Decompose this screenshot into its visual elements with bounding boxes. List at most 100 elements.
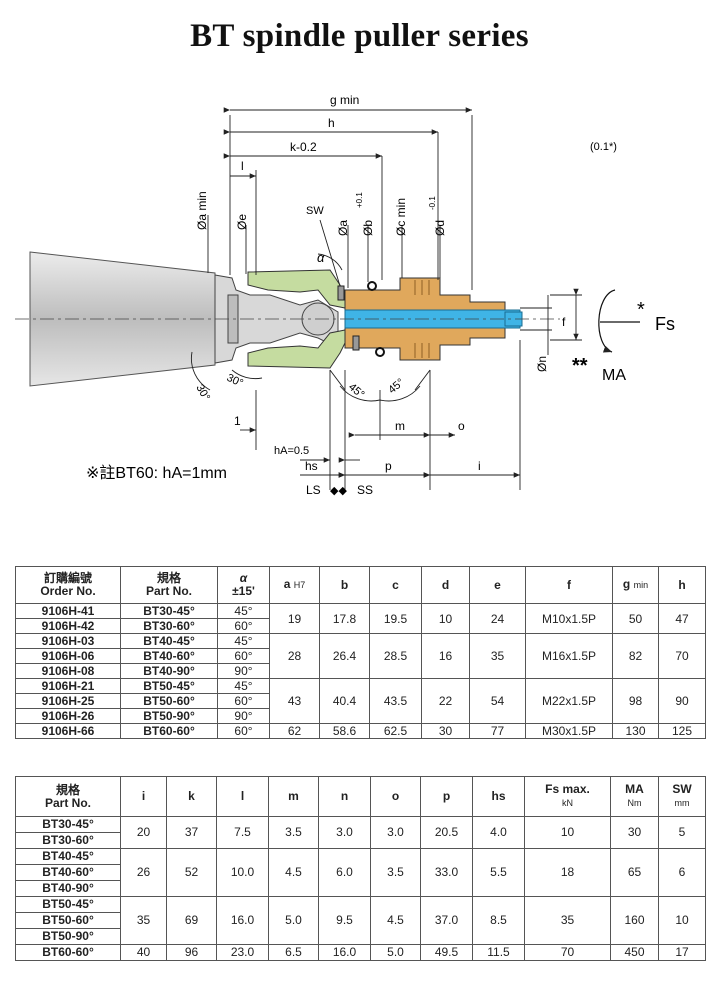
angle-45-left: 45° bbox=[346, 381, 366, 401]
cell-d: 10 bbox=[421, 603, 470, 634]
col-a: a H7 bbox=[269, 566, 320, 604]
cell-n: 3.0 bbox=[318, 816, 371, 849]
cell-m: 5.0 bbox=[268, 896, 319, 945]
dim-1: 1 bbox=[234, 414, 241, 428]
col-g: g min bbox=[612, 566, 659, 604]
cell-f: M22x1.5P bbox=[525, 678, 613, 724]
note-01: (0.1*) bbox=[590, 141, 617, 153]
cell-h: 90 bbox=[658, 678, 706, 724]
col-b: b bbox=[319, 566, 370, 604]
cell-hs: 11.5 bbox=[472, 944, 525, 961]
cell-n: 6.0 bbox=[318, 848, 371, 897]
collet bbox=[247, 269, 346, 309]
col-h: h bbox=[658, 566, 706, 604]
cell-part: BT50-60° bbox=[15, 912, 121, 929]
note-bt60: ※註BT60: hA=1mm bbox=[86, 464, 227, 482]
dim-k: k-0.2 bbox=[290, 140, 317, 154]
cell-sw: 10 bbox=[658, 896, 706, 945]
angle-45-right: 45° bbox=[386, 376, 406, 396]
label-ss: SS bbox=[357, 483, 373, 497]
cell-sw: 5 bbox=[658, 816, 706, 849]
cell-part: BT40-90° bbox=[120, 663, 218, 679]
cell-e: 24 bbox=[469, 603, 526, 634]
cell-l: 10.0 bbox=[216, 848, 269, 897]
col-m: m bbox=[268, 776, 319, 817]
cell-p: 20.5 bbox=[420, 816, 473, 849]
cell-m: 3.5 bbox=[268, 816, 319, 849]
cell-sw: 6 bbox=[658, 848, 706, 897]
cell-c: 19.5 bbox=[369, 603, 422, 634]
col-d: d bbox=[421, 566, 470, 604]
dim-o: o bbox=[458, 419, 465, 433]
label-star1: * bbox=[637, 299, 645, 321]
col-fs: Fs max.kN bbox=[524, 776, 611, 817]
cell-m: 4.5 bbox=[268, 848, 319, 897]
cell-part: BT50-45° bbox=[120, 678, 218, 694]
cell-order: 9106H-25 bbox=[15, 693, 121, 709]
cell-k: 52 bbox=[166, 848, 217, 897]
cell-alpha: 60° bbox=[217, 618, 270, 634]
cell-b: 26.4 bbox=[319, 633, 370, 679]
dim-a-min: Øa min bbox=[195, 191, 209, 230]
cell-d: 22 bbox=[421, 678, 470, 724]
cell-h: 125 bbox=[658, 723, 706, 739]
page-title: BT spindle puller series bbox=[190, 18, 529, 54]
label-sw: SW bbox=[306, 205, 324, 217]
cell-hs: 4.0 bbox=[472, 816, 525, 849]
cell-n: 9.5 bbox=[318, 896, 371, 945]
cell-e: 77 bbox=[469, 723, 526, 739]
cell-h: 70 bbox=[658, 633, 706, 679]
table-row: BT50-60° bbox=[15, 912, 706, 929]
cell-part: BT50-90° bbox=[15, 928, 121, 945]
cell-part: BT40-60° bbox=[15, 864, 121, 881]
cell-l: 7.5 bbox=[216, 816, 269, 849]
dim-b-tol: +0.1 bbox=[355, 192, 364, 208]
cell-alpha: 90° bbox=[217, 708, 270, 724]
cell-fs: 35 bbox=[524, 896, 611, 945]
cell-fs: 18 bbox=[524, 848, 611, 897]
ls-ss-arrows-icon: ◆◆ bbox=[330, 485, 347, 497]
cell-c: 62.5 bbox=[369, 723, 422, 739]
table-row: BT40-60° bbox=[15, 864, 706, 881]
col-p: p bbox=[420, 776, 473, 817]
dim-n: Øn bbox=[535, 356, 549, 372]
cell-i: 40 bbox=[120, 944, 167, 961]
cell-e: 35 bbox=[469, 633, 526, 679]
dim-ha: hA=0.5 bbox=[274, 445, 309, 457]
cell-a: 19 bbox=[269, 603, 320, 634]
cell-o: 3.0 bbox=[370, 816, 421, 849]
cell-part: BT40-45° bbox=[15, 848, 121, 865]
cell-part: BT50-90° bbox=[120, 708, 218, 724]
cell-i: 26 bbox=[120, 848, 167, 897]
cell-b: 58.6 bbox=[319, 723, 370, 739]
cell-part: BT30-45° bbox=[120, 603, 218, 619]
col-i: i bbox=[120, 776, 167, 817]
cell-d: 16 bbox=[421, 633, 470, 679]
cell-order: 9106H-26 bbox=[15, 708, 121, 724]
cell-alpha: 60° bbox=[217, 648, 270, 664]
cell-alpha: 60° bbox=[217, 723, 270, 739]
cell-i: 20 bbox=[120, 816, 167, 849]
cell-alpha: 45° bbox=[217, 678, 270, 694]
table-row: BT30-60° bbox=[15, 832, 706, 849]
cell-g: 50 bbox=[612, 603, 659, 634]
dim-d-tol: -0.1 bbox=[428, 196, 437, 210]
cell-alpha: 60° bbox=[217, 693, 270, 709]
col-hs: hs bbox=[472, 776, 525, 817]
cell-p: 37.0 bbox=[420, 896, 473, 945]
dim-f: f bbox=[562, 315, 566, 329]
cell-part: BT40-45° bbox=[120, 633, 218, 649]
cell-part: BT40-90° bbox=[15, 880, 121, 897]
